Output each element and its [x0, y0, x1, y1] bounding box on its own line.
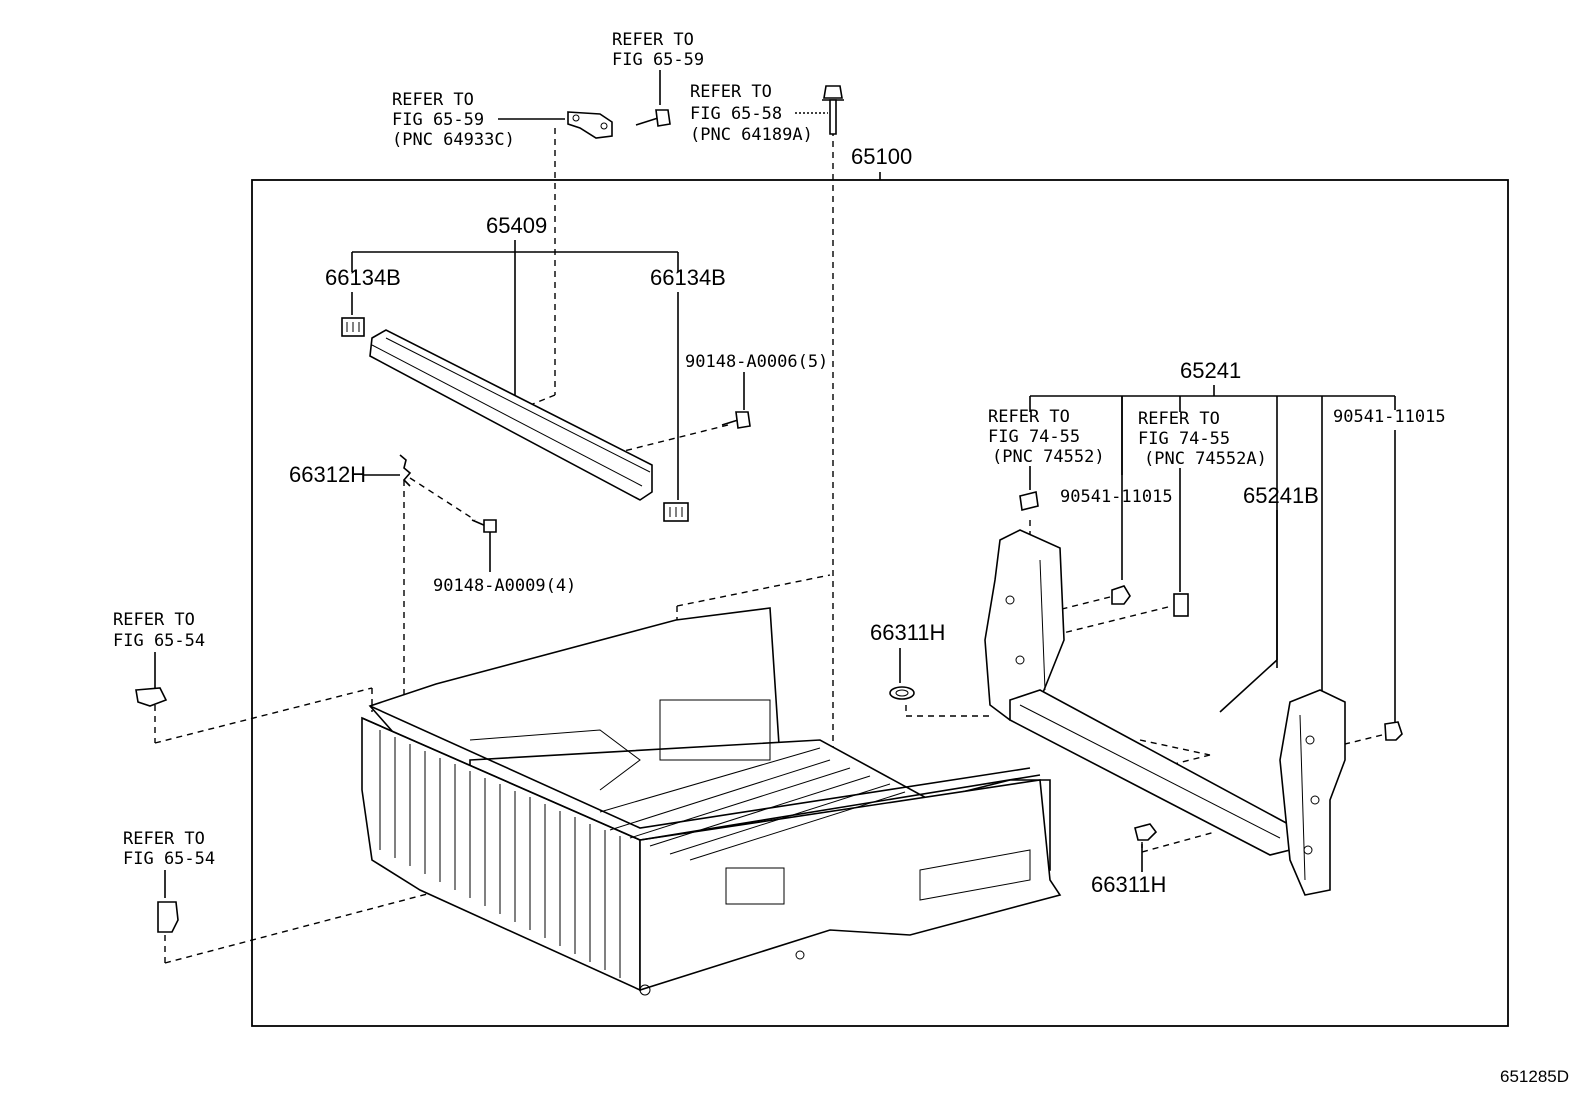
ref-fig-65-58[interactable]: REFER TO FIG 65-58 (PNC 64189A) — [690, 82, 813, 145]
part-66311h-b[interactable]: 66311H — [1091, 872, 1166, 897]
pad-74552a[interactable] — [1173, 593, 1189, 617]
part-90148-a0006[interactable]: 90148-A0006(5) — [685, 352, 828, 372]
part-65409[interactable]: 65409 — [486, 213, 547, 238]
pad-74552[interactable] — [1019, 491, 1039, 511]
clip-lower-65-54[interactable] — [157, 901, 179, 933]
ref-fig-74-55-a[interactable]: REFER TO FIG 74-55 (PNC 74552) — [988, 407, 1105, 467]
ref-fig-74-55-b[interactable]: REFER TO FIG 74-55 (PNC 74552A) — [1138, 409, 1267, 469]
part-66312h[interactable]: 66312H — [289, 462, 366, 487]
part-65241[interactable]: 65241 — [1180, 358, 1241, 383]
leader-lines — [154, 70, 1396, 898]
rear-frame-65241[interactable] — [984, 529, 1346, 896]
ref-fig-65-59-left[interactable]: REFER TO FIG 65-59 (PNC 64933C) — [392, 90, 515, 150]
plug-66311h-a[interactable] — [889, 686, 915, 700]
screw-90148-a0006[interactable] — [721, 411, 751, 429]
bolt-64189a[interactable] — [822, 85, 844, 135]
plug-90541-11015-a[interactable] — [1111, 585, 1131, 605]
part-66311h-a[interactable]: 66311H — [870, 620, 945, 645]
bracket-64933c[interactable] — [567, 111, 613, 139]
ref-fig-65-59-top[interactable]: REFER TO FIG 65-59 — [612, 30, 704, 70]
hook-66312h[interactable] — [399, 454, 412, 487]
figure-id: 651285D — [1500, 1067, 1569, 1086]
ref-fig-65-54-lower[interactable]: REFER TO FIG 65-54 — [123, 829, 215, 869]
part-66134b-right[interactable]: 66134B — [650, 265, 726, 290]
plug-66311h-b[interactable] — [1134, 823, 1158, 841]
part-66134b-left[interactable]: 66134B — [325, 265, 401, 290]
truck-bed-65100[interactable] — [361, 607, 1062, 996]
part-90541-11015-a[interactable]: 90541-11015 — [1060, 487, 1173, 507]
ref-fig-65-54-upper[interactable]: REFER TO FIG 65-54 — [113, 610, 205, 651]
end-cap-66134b-right[interactable] — [663, 502, 689, 522]
part-90148-a0009[interactable]: 90148-A0009(4) — [433, 576, 576, 596]
end-cap-66134b-left[interactable] — [341, 317, 365, 337]
part-65100[interactable]: 65100 — [851, 144, 912, 169]
screw-90148-a0009[interactable] — [471, 519, 497, 533]
screw-65-59[interactable] — [635, 109, 671, 127]
plug-90541-11015-b[interactable] — [1384, 721, 1403, 741]
part-65241b[interactable]: 65241B — [1243, 483, 1319, 508]
clip-upper-65-54[interactable] — [135, 687, 168, 707]
part-90541-11015-b[interactable]: 90541-11015 — [1333, 407, 1446, 427]
rail-65409[interactable] — [369, 329, 653, 501]
